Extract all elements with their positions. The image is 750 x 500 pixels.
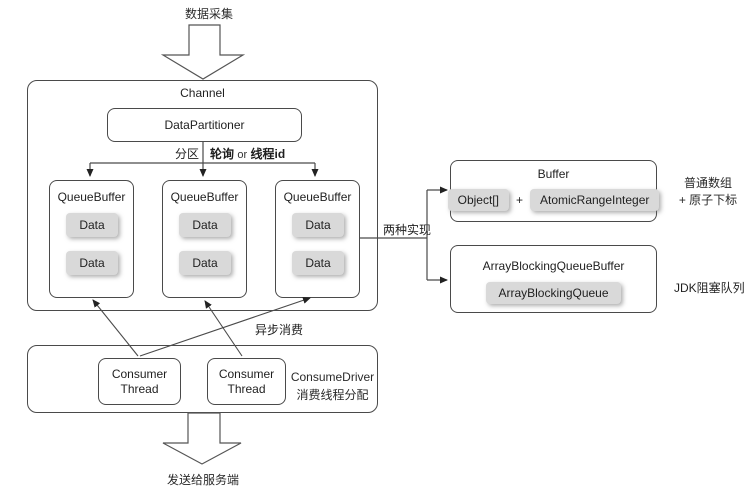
channel-title: Channel xyxy=(180,86,225,100)
data-item: Data xyxy=(66,213,118,237)
buffer-contents: Object[] + AtomicRangeInteger xyxy=(447,189,660,211)
routing-or: or xyxy=(237,149,248,161)
array-blocking-queue-buffer-node: ArrayBlockingQueueBuffer ArrayBlockingQu… xyxy=(450,245,657,313)
consume-driver-sublabel: 消费线程分配 xyxy=(296,388,369,402)
data-item: Data xyxy=(179,213,231,237)
consume-driver-label-group: ConsumeDriver 消费线程分配 xyxy=(286,368,379,404)
routing-opt1: 轮询 xyxy=(210,147,235,161)
atomic-range-integer-item: AtomicRangeInteger xyxy=(529,189,660,211)
jdk-queue-note: JDK阻塞队列 xyxy=(674,281,745,295)
buffer-note: 普通数组 + 原子下标 xyxy=(668,175,748,209)
partition-label: 分区 xyxy=(174,147,199,161)
channel-box: Channel DataPartitioner 分区 轮询 or 线程id Qu… xyxy=(27,80,378,311)
object-array-item: Object[] xyxy=(447,189,509,211)
ingest-arrow xyxy=(160,24,246,80)
queue-buffer-title: QueueBuffer xyxy=(170,190,239,204)
routing-opt2: 线程id xyxy=(250,147,286,161)
data-item: Data xyxy=(292,251,344,275)
async-consume-label: 异步消费 xyxy=(255,323,304,337)
queue-buffer-node-1: QueueBuffer Data Data xyxy=(49,180,134,298)
consumer-thread-node-1: Consumer Thread xyxy=(98,358,181,405)
queue-buffer-node-3: QueueBuffer Data Data xyxy=(275,180,360,298)
array-blocking-queue-item: ArrayBlockingQueue xyxy=(486,282,621,304)
consumer-thread-line1: Consumer xyxy=(111,366,168,381)
data-item: Data xyxy=(66,251,118,275)
abq-contents: ArrayBlockingQueue xyxy=(451,282,656,304)
consumer-thread-line2: Thread xyxy=(120,381,159,396)
buffer-note-line2: + 原子下标 xyxy=(678,193,738,207)
routing-rule-label: 轮询 or 线程id xyxy=(210,145,285,162)
data-partitioner-label: DataPartitioner xyxy=(164,118,245,132)
queue-buffer-title: QueueBuffer xyxy=(57,190,126,204)
consumer-thread-node-2: Consumer Thread xyxy=(207,358,286,405)
consumer-thread-line2: Thread xyxy=(227,381,266,396)
consume-driver-label: ConsumeDriver xyxy=(290,370,375,384)
data-partitioner-node: DataPartitioner xyxy=(107,108,302,142)
plus-sign: + xyxy=(515,193,523,207)
two-implementations-label: 两种实现 xyxy=(383,223,432,237)
consume-driver-box: Consumer Thread Consumer Thread ConsumeD… xyxy=(27,345,378,413)
buffer-title: Buffer xyxy=(537,167,570,181)
data-item: Data xyxy=(179,251,231,275)
consumer-thread-line1: Consumer xyxy=(218,366,275,381)
send-to-server-label: 发送给服务端 xyxy=(166,473,239,487)
data-collection-label: 数据采集 xyxy=(184,7,233,21)
queue-buffer-node-2: QueueBuffer Data Data xyxy=(162,180,247,298)
buffer-node: Buffer Object[] + AtomicRangeInteger xyxy=(447,160,660,222)
abq-buffer-title: ArrayBlockingQueueBuffer xyxy=(482,259,625,273)
send-arrow xyxy=(162,412,242,465)
buffer-note-line1: 普通数组 xyxy=(683,176,732,190)
data-item: Data xyxy=(292,213,344,237)
queue-buffer-title: QueueBuffer xyxy=(283,190,352,204)
